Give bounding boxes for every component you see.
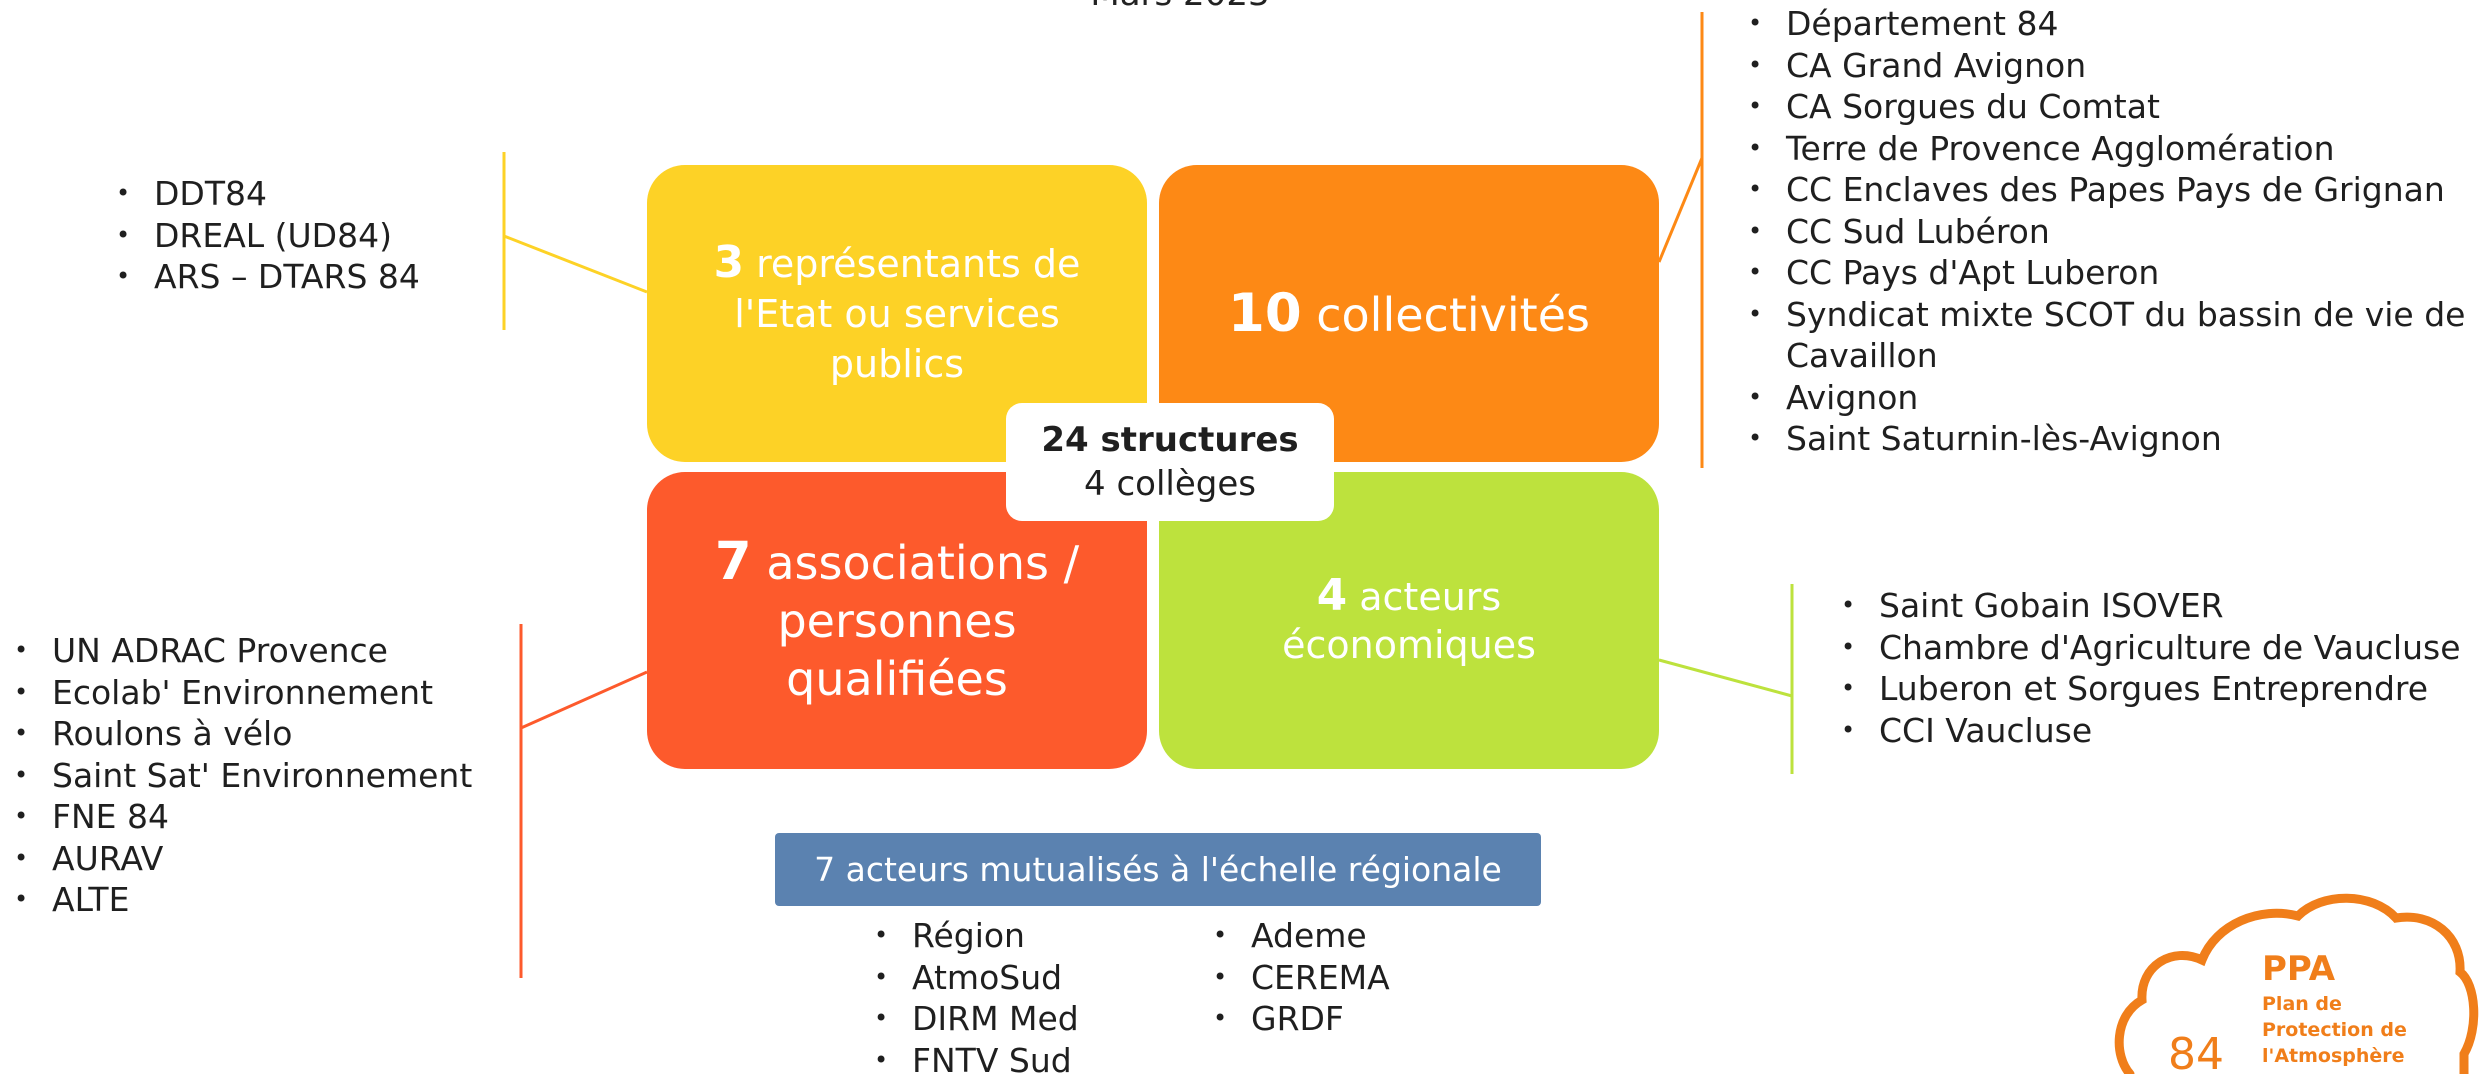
list-item: UN ADRAC Provence [8, 630, 472, 672]
list-item: Chambre d'Agriculture de Vaucluse [1835, 627, 2461, 669]
list-item: AtmoSud [868, 957, 1079, 999]
regional-list-col1: Région AtmoSud DIRM Med FNTV Sud [868, 915, 1079, 1081]
logo-line3: l'Atmosphère [2262, 1045, 2405, 1067]
associations-members-list: UN ADRAC Provence Ecolab' Environnement … [8, 630, 472, 921]
list-item: Saint Gobain ISOVER [1835, 585, 2461, 627]
list-item: Luberon et Sorgues Entreprendre [1835, 668, 2461, 710]
logo-acronym: PPA [2262, 949, 2336, 989]
economic-members-list: Saint Gobain ISOVER Chambre d'Agricultur… [1835, 585, 2461, 751]
ppa-logo: 84 PPA Plan de Protection de l'Atmosphèr… [2110, 888, 2479, 1074]
list-item: Saint Sat' Environnement [8, 755, 472, 797]
list-item: CC Enclaves des Papes Pays de Grignan [1742, 169, 2479, 211]
list-item: FNTV Sud [868, 1040, 1079, 1081]
logo-line1: Plan de [2262, 993, 2342, 1015]
collectivities-members-list: Département 84 CA Grand Avignon CA Sorgu… [1742, 3, 2479, 460]
list-item: GRDF [1207, 998, 1390, 1040]
associations-count: 7 [715, 531, 752, 592]
list-item: Avignon [1742, 377, 2479, 419]
state-label: représentants de l'Etat ou services publ… [734, 242, 1080, 386]
economic-count: 4 [1317, 570, 1347, 621]
state-count: 3 [714, 237, 744, 288]
list-item: CC Pays d'Apt Luberon [1742, 252, 2479, 294]
center-summary-box: 24 structures 4 collèges [1006, 403, 1334, 521]
list-item: DIRM Med [868, 998, 1079, 1040]
associations-label: associations / personnes qualifiées [752, 536, 1079, 706]
list-item: Département 84 [1742, 3, 2479, 45]
list-item: Ecolab' Environnement [8, 672, 472, 714]
center-subtitle: 4 collèges [1006, 462, 1334, 506]
list-item: CA Grand Avignon [1742, 45, 2479, 87]
list-item: CC Sud Lubéron [1742, 211, 2479, 253]
list-item: Région [868, 915, 1079, 957]
collectivities-label: collectivités [1302, 288, 1590, 342]
list-item: CCI Vaucluse [1835, 710, 2461, 752]
regional-list-col2: Ademe CEREMA GRDF [1207, 915, 1390, 1040]
list-item: Terre de Provence Agglomération [1742, 128, 2479, 170]
collectivities-count: 10 [1228, 283, 1302, 344]
logo-number: 84 [2168, 1029, 2224, 1074]
list-item: FNE 84 [8, 796, 472, 838]
center-title: 24 structures [1006, 418, 1334, 462]
list-item: DREAL (UD84) [110, 215, 420, 257]
list-item: ALTE [8, 879, 472, 921]
list-item: Syndicat mixte SCOT du bassin de vie de … [1742, 294, 2479, 377]
list-item: Roulons à vélo [8, 713, 472, 755]
state-members-list: DDT84 DREAL (UD84) ARS – DTARS 84 [110, 173, 420, 298]
list-item: CA Sorgues du Comtat [1742, 86, 2479, 128]
logo-line2: Protection de [2262, 1019, 2407, 1041]
list-item: DDT84 [110, 173, 420, 215]
regional-actors-banner: 7 acteurs mutualisés à l'échelle régiona… [775, 833, 1541, 906]
list-item: AURAV [8, 838, 472, 880]
list-item: ARS – DTARS 84 [110, 256, 420, 298]
list-item: Saint Saturnin-lès-Avignon [1742, 418, 2479, 460]
list-item: CEREMA [1207, 957, 1390, 999]
list-item: Ademe [1207, 915, 1390, 957]
